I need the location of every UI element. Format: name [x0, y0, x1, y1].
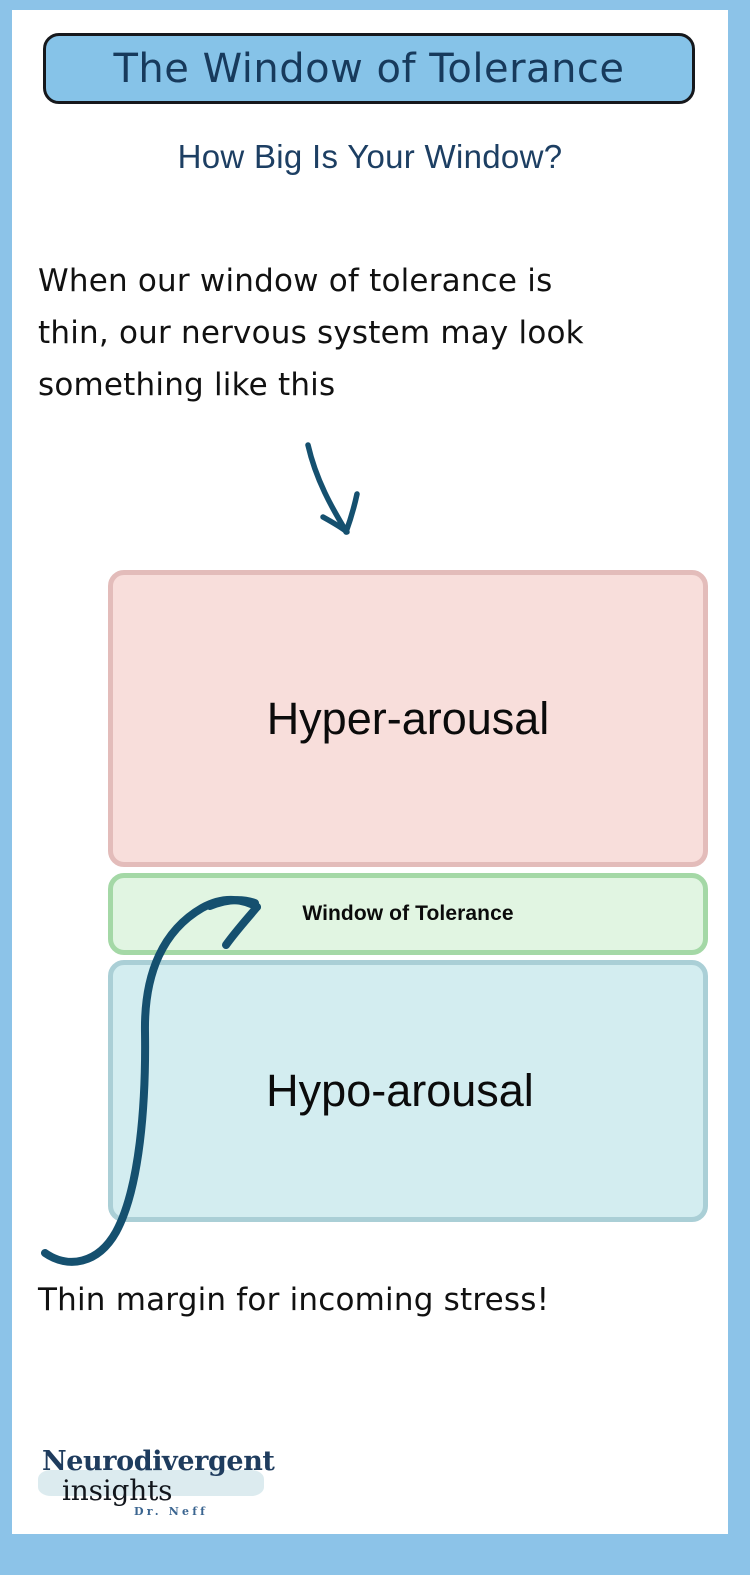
- down-arrow-icon: [305, 442, 360, 535]
- zone-hyper-arousal: Hyper-arousal: [108, 570, 708, 867]
- logo-brush-stroke: [38, 1470, 264, 1496]
- intro-line-3: something like this: [38, 367, 336, 403]
- page-title: The Window of Tolerance: [113, 45, 625, 92]
- logo-author-name: Dr. Neff: [134, 1505, 209, 1518]
- zone-window-of-tolerance-label: Window of Tolerance: [302, 902, 514, 925]
- zone-hyper-arousal-label: Hyper-arousal: [266, 692, 550, 744]
- intro-line-2: thin, our nervous system may look: [38, 315, 584, 351]
- page-subtitle: How Big Is Your Window?: [177, 138, 563, 175]
- zone-hypo-arousal: Hypo-arousal: [108, 960, 708, 1222]
- brand-logo: Neurodivergent insights Dr. Neff: [30, 1422, 290, 1522]
- page-title-box: The Window of Tolerance: [43, 33, 695, 104]
- logo-word-neurodivergent: Neurodivergent: [42, 1446, 275, 1477]
- poster-page: The Window of Tolerance How Big Is Your …: [12, 10, 728, 1534]
- logo-word-insights: insights: [62, 1474, 173, 1507]
- bottom-caption: Thin margin for incoming stress!: [38, 1282, 550, 1318]
- zone-hypo-arousal-label: Hypo-arousal: [266, 1065, 534, 1116]
- intro-line-1: When our window of tolerance is: [38, 263, 553, 299]
- zone-window-of-tolerance: Window of Tolerance: [108, 873, 708, 955]
- intro-paragraph: When our window of tolerance is thin, ou…: [38, 255, 698, 411]
